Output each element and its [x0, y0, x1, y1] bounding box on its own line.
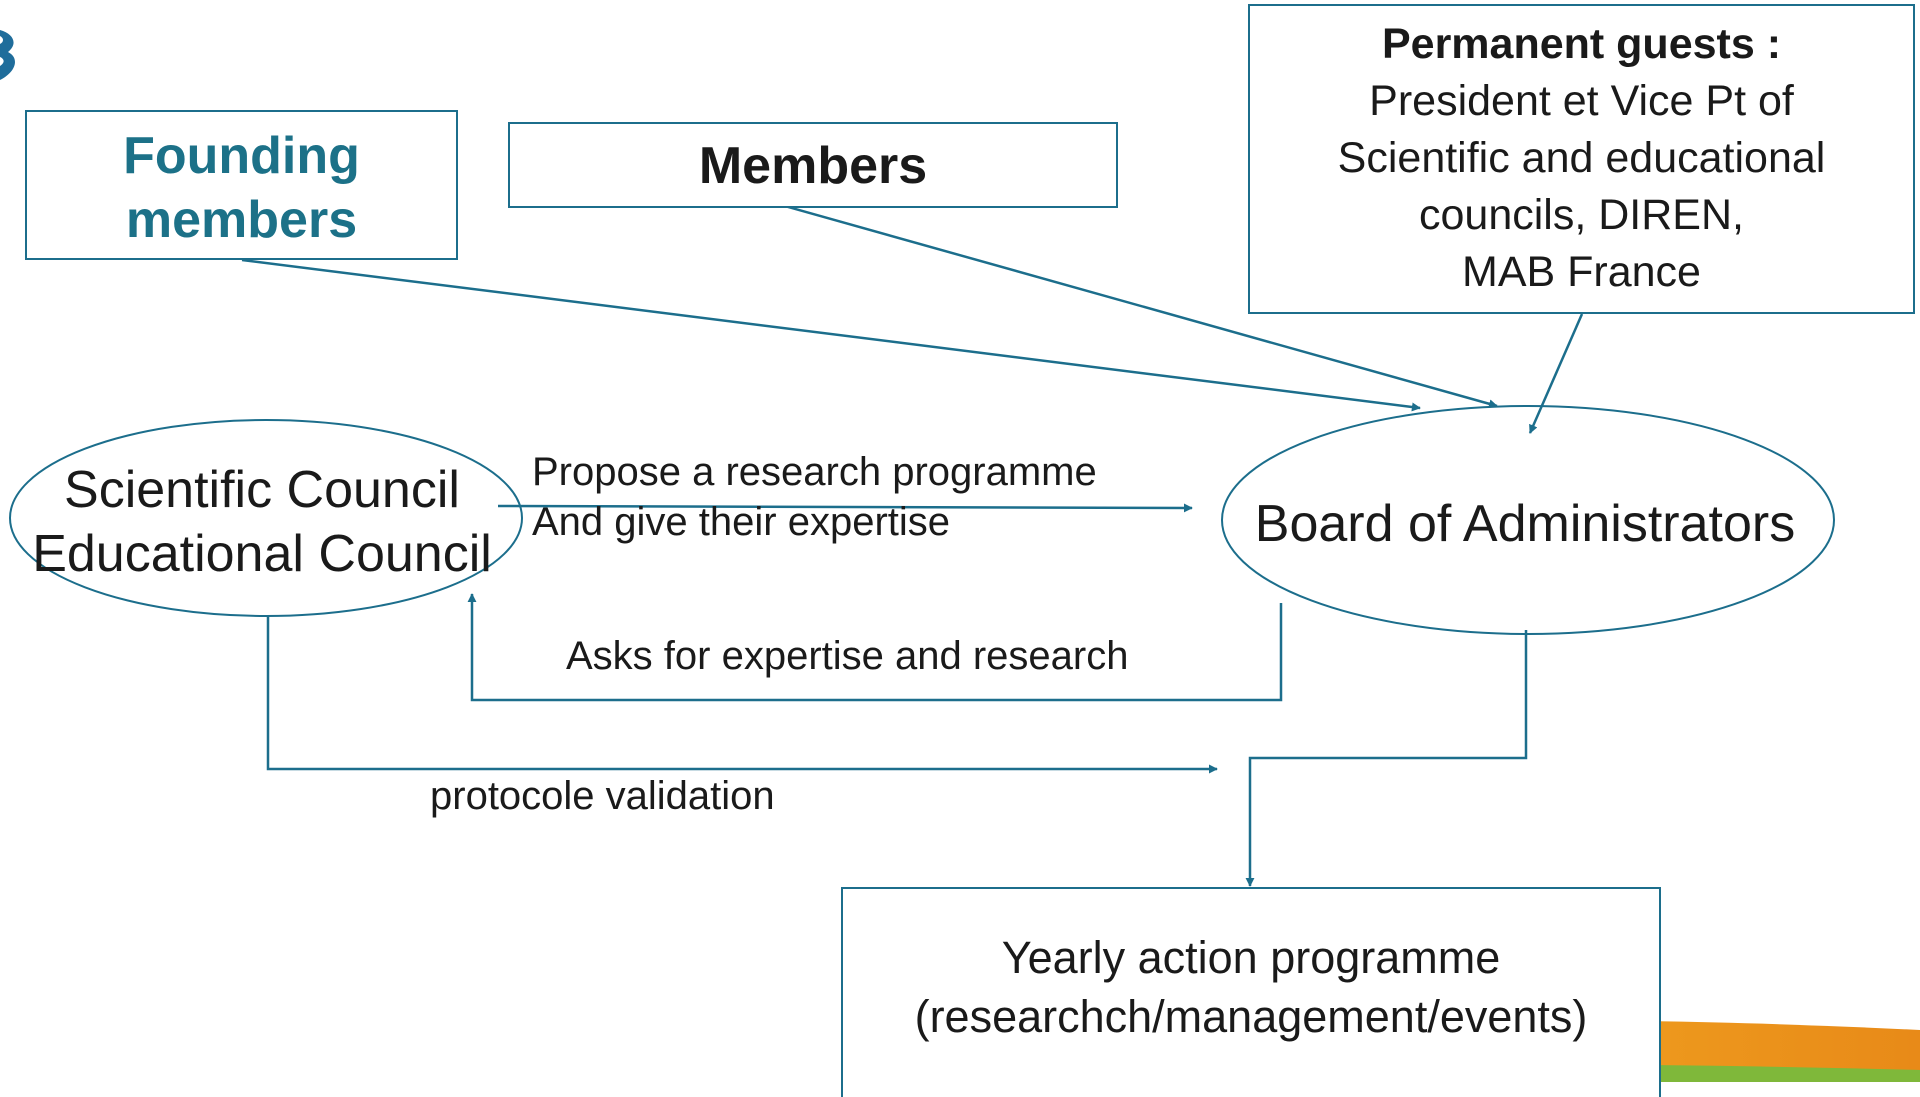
permanent-guests-line: President et Vice Pt of: [1369, 77, 1794, 125]
arrow-board-to-councils: [467, 593, 1283, 702]
board-title: Board of Administrators: [1254, 495, 1796, 553]
arrow-protocol-validation: [266, 616, 1218, 774]
propose-label-line2: And give their expertise: [532, 500, 951, 544]
scientific-council-label: Scientific Council: [64, 461, 460, 519]
yearly-programme-line1: Yearly action programme: [1001, 932, 1501, 983]
yearly-programme-box: [841, 887, 1661, 1097]
permanent-guests-line: councils, DIREN,: [1419, 191, 1744, 239]
propose-label-line1: Propose a research programme: [532, 450, 1097, 494]
logo-icon: [0, 30, 15, 80]
permanent-guests-line: MAB France: [1462, 248, 1701, 296]
members-box: [508, 122, 1118, 208]
board-ellipse: [1221, 405, 1835, 635]
founding-members-box: [25, 110, 458, 260]
yearly-programme-line2: (researchch/management/events): [914, 991, 1588, 1042]
permanent-guests-line: Scientific and educational: [1337, 134, 1826, 182]
arrow-guests-to-board: [1528, 313, 1584, 434]
yearly-programme-text: Yearly action programme (researchch/mana…: [841, 928, 1661, 1046]
permanent-guests-heading: Permanent guests :: [1381, 20, 1782, 68]
members-title: Members: [698, 137, 928, 195]
arrow-founding-to-board: [241, 258, 1421, 412]
councils-text: Scientific Council Educational Council: [12, 458, 512, 586]
arrow-councils-to-board: [497, 503, 1193, 513]
arrow-board-to-yearly: [1245, 630, 1528, 887]
educational-council-label: Educational Council: [32, 525, 492, 583]
protocol-label: protocole validation: [430, 774, 775, 818]
arrow-members-to-board: [741, 192, 1498, 409]
councils-ellipse: [9, 419, 523, 617]
asks-label: Asks for expertise and research: [566, 634, 1129, 678]
permanent-guests-box: [1248, 4, 1915, 314]
permanent-guests-content: Permanent guests : President et Vice Pt …: [1248, 16, 1915, 301]
